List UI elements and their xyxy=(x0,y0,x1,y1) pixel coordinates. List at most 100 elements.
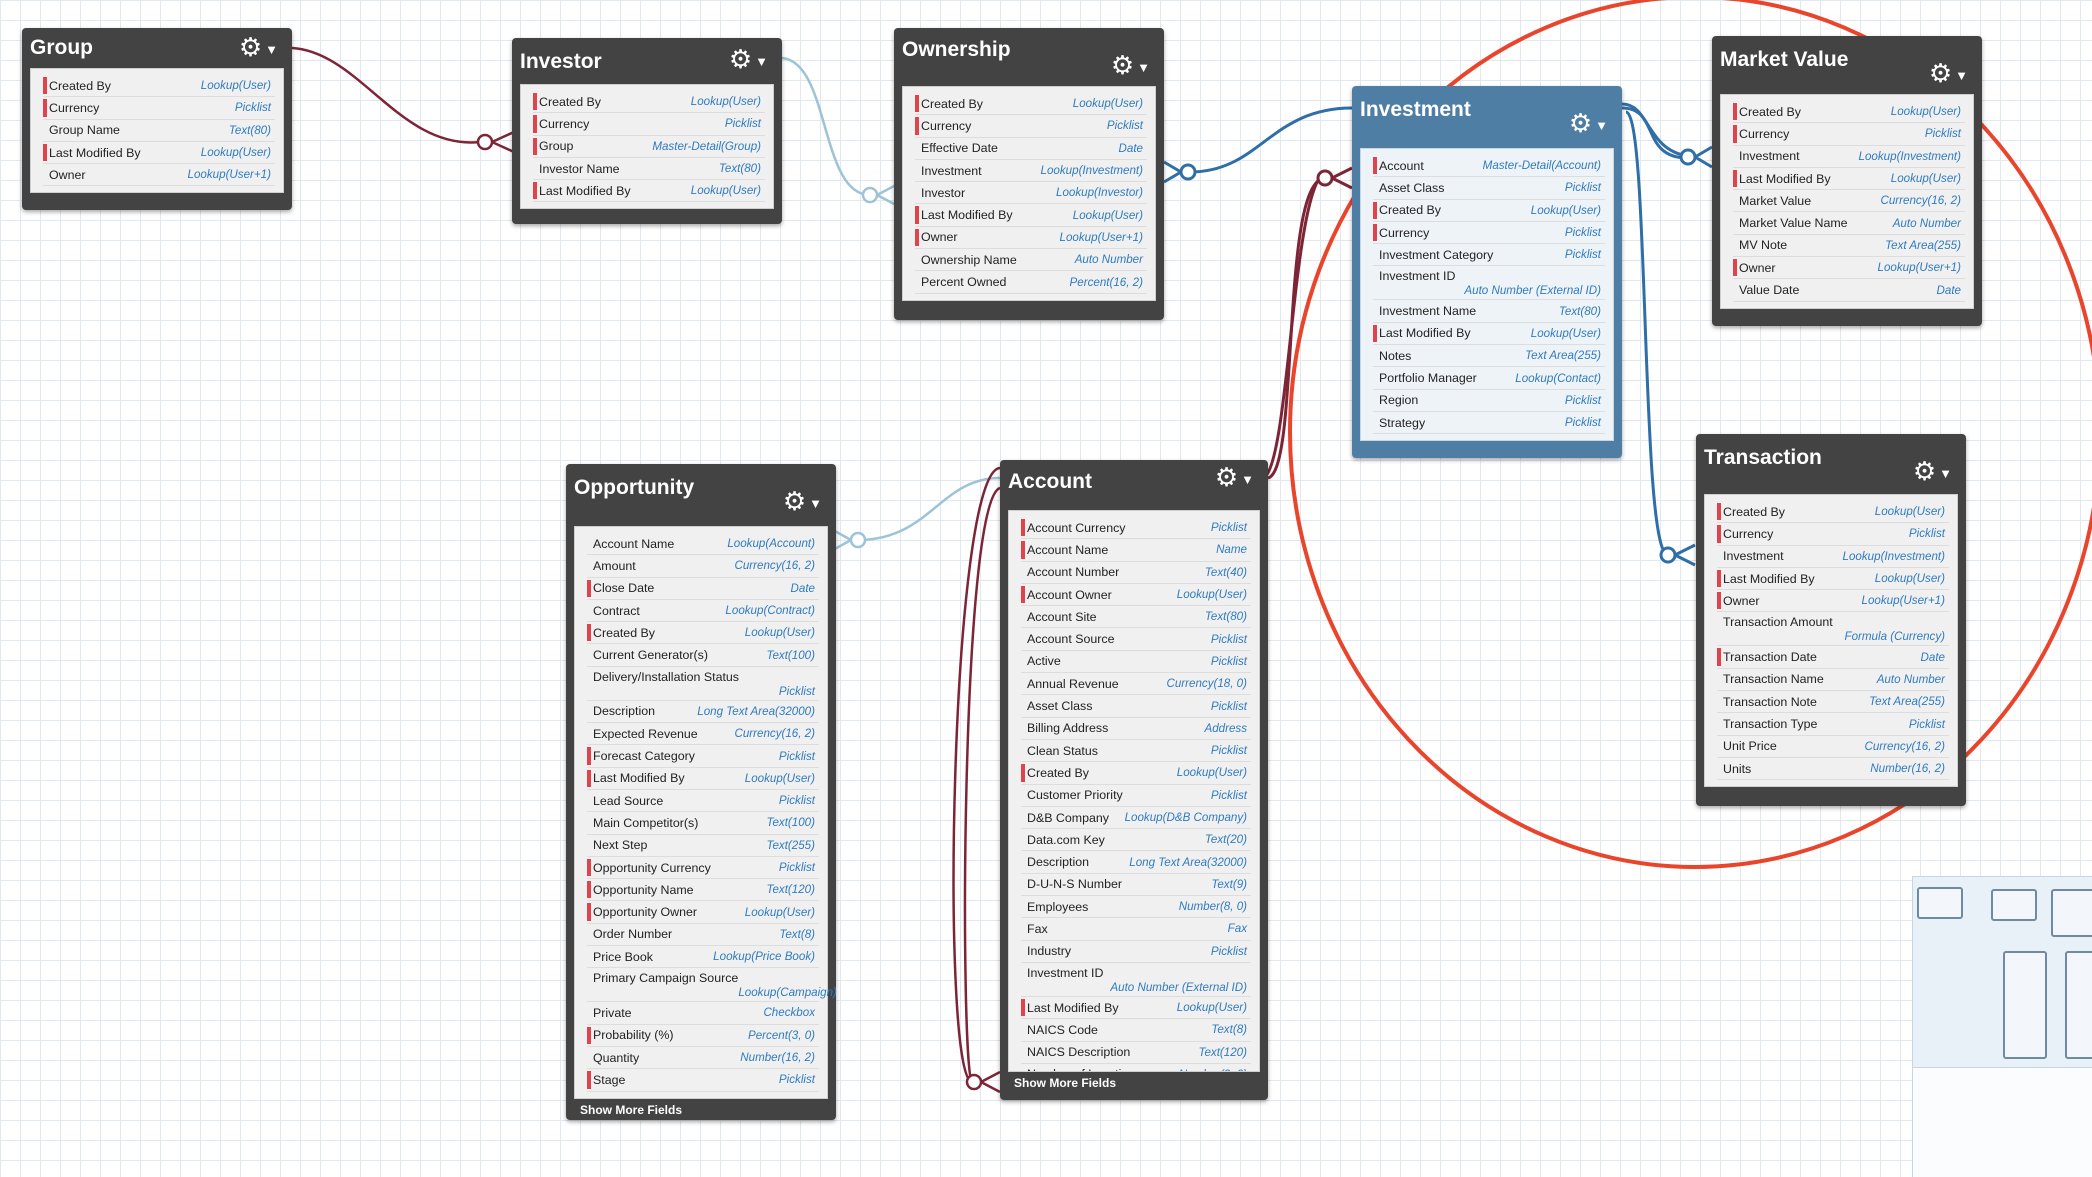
show-more-fields-button[interactable]: Show More Fields xyxy=(580,1102,683,1117)
minimap[interactable] xyxy=(1912,876,2092,1177)
card-header[interactable]: Ownership ⚙▼ xyxy=(894,28,1164,86)
caret-down-icon[interactable]: ▼ xyxy=(809,495,822,511)
field-row[interactable]: Probability (%)Percent(3, 0) xyxy=(587,1025,819,1047)
field-row[interactable]: Main Competitor(s)Text(100) xyxy=(587,812,819,835)
caret-down-icon[interactable]: ▼ xyxy=(265,41,278,57)
card-header[interactable]: Opportunity ⚙▼ xyxy=(566,464,836,526)
caret-down-icon[interactable]: ▼ xyxy=(1241,471,1254,487)
gear-icon[interactable]: ⚙▼ xyxy=(1110,50,1150,80)
card-header[interactable]: Group ⚙▼ xyxy=(22,28,292,68)
card-header[interactable]: Investor ⚙▼ xyxy=(512,38,782,84)
card-header[interactable]: Investment ⚙▼ xyxy=(1352,86,1622,148)
card-header[interactable]: Account ⚙▼ xyxy=(1000,460,1268,510)
caret-down-icon[interactable]: ▼ xyxy=(755,53,768,69)
field-row[interactable]: Number of LocationsNumber(3, 0) xyxy=(1021,1064,1251,1071)
minimap-viewport[interactable] xyxy=(1913,1067,2092,1177)
card-header[interactable]: Market Value ⚙▼ xyxy=(1712,36,1982,94)
caret-down-icon[interactable]: ▼ xyxy=(1939,465,1952,481)
gear-icon[interactable]: ⚙▼ xyxy=(1928,58,1968,88)
caret-down-icon[interactable]: ▼ xyxy=(1137,59,1150,75)
caret-down-icon[interactable]: ▼ xyxy=(1595,117,1608,133)
gear-icon[interactable]: ⚙▼ xyxy=(782,486,822,516)
show-more-fields-button[interactable]: Show More Fields xyxy=(1014,1076,1117,1090)
